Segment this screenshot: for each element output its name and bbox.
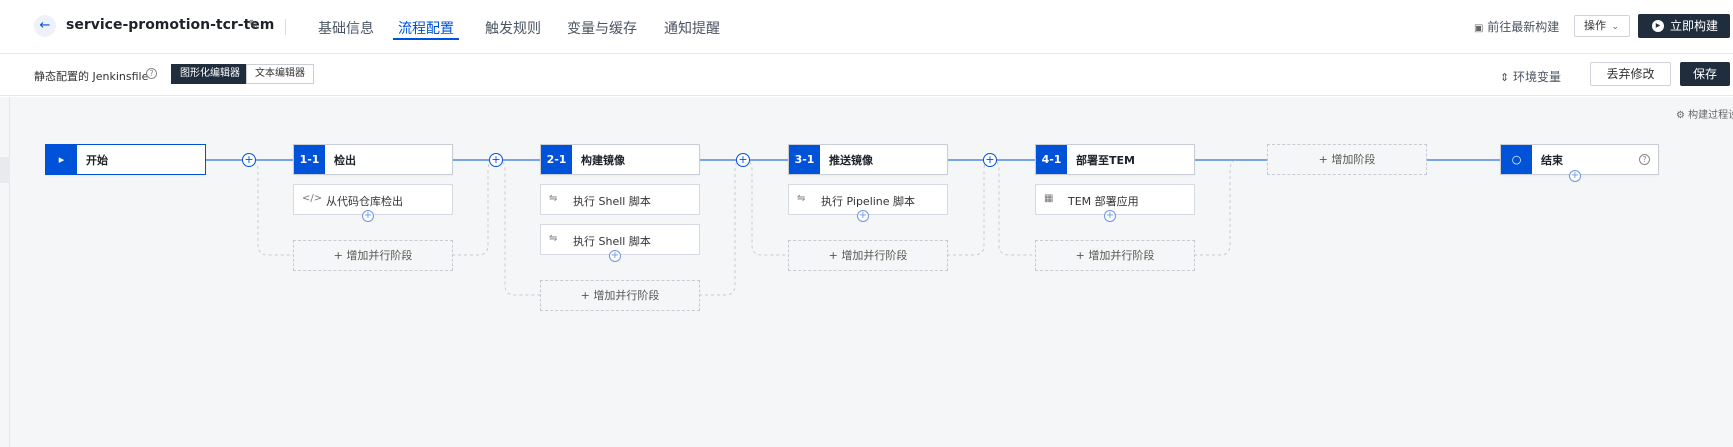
active-tab-indicator: [393, 38, 459, 40]
stage-deploy-tem[interactable]: 4-1 部署至TEM: [1035, 144, 1195, 175]
editor-toolbar: 静态配置的 Jenkinsfile ? 图形化编辑器 文本编辑器 ⇕ 环境变量 …: [0, 55, 1733, 96]
build-history-icon: ▣: [1474, 23, 1484, 34]
stage-index: 4-1: [1036, 145, 1067, 174]
add-step-plus-icon[interactable]: +: [362, 210, 374, 222]
arrow-left-icon[interactable]: ←: [34, 15, 56, 37]
pipeline-canvas: ⚙ 构建过程设 ▸ 开始 + + + + 1-1 检出 </> 从代码仓库检出: [0, 97, 1733, 447]
sliders-icon: ⇕: [1500, 71, 1510, 84]
start-node[interactable]: ▸ 开始: [45, 144, 206, 175]
add-stage-plus-icon[interactable]: +: [242, 153, 256, 167]
play-icon: ▶: [1652, 20, 1664, 32]
tab-notifications[interactable]: 通知提醒: [664, 21, 720, 37]
gear-icon: ⚙: [1676, 110, 1685, 121]
stage-index: 3-1: [789, 145, 820, 174]
stage-checkout[interactable]: 1-1 检出: [293, 144, 453, 175]
stage-index: 1-1: [294, 145, 325, 174]
add-step-plus-icon[interactable]: +: [857, 210, 869, 222]
play-icon: ▸: [46, 145, 77, 174]
pipeline-title: service-promotion-tcr-tem: [66, 17, 275, 33]
add-step-plus-icon[interactable]: +: [609, 250, 621, 262]
code-icon: </>: [302, 193, 323, 204]
shell-icon: ⇋: [797, 193, 806, 204]
add-stage-plus-icon[interactable]: +: [983, 153, 997, 167]
add-stage-button[interactable]: + 增加阶段: [1267, 144, 1427, 175]
grid-icon: ▦: [1044, 193, 1054, 204]
latest-build-link[interactable]: ▣ 前往最新构建: [1474, 20, 1560, 34]
graphic-editor-button[interactable]: 图形化编辑器: [171, 64, 249, 84]
tab-variables-cache[interactable]: 变量与缓存: [567, 21, 637, 37]
env-vars-button[interactable]: ⇕ 环境变量: [1500, 70, 1562, 84]
save-button[interactable]: 保存: [1680, 62, 1730, 86]
add-parallel-stage-button[interactable]: + 增加并行阶段: [788, 240, 948, 271]
edit-icon[interactable]: ✎: [248, 18, 259, 33]
operations-dropdown[interactable]: 操作 ⌄: [1574, 15, 1630, 37]
end-node[interactable]: ○ 结束 ?: [1500, 144, 1659, 175]
stage-index: 2-1: [541, 145, 572, 174]
step-tem-deploy[interactable]: ▦ TEM 部署应用: [1035, 184, 1195, 215]
step-checkout-repo[interactable]: </> 从代码仓库检出: [293, 184, 453, 215]
step-shell-script[interactable]: ⇋ 执行 Shell 脚本: [540, 184, 700, 215]
stage-name: 检出: [334, 154, 356, 167]
tab-trigger-rules[interactable]: 触发规则: [485, 21, 541, 37]
add-parallel-stage-button[interactable]: + 增加并行阶段: [540, 280, 700, 311]
add-stage-plus-icon[interactable]: +: [489, 153, 503, 167]
add-parallel-stage-button[interactable]: + 增加并行阶段: [293, 240, 453, 271]
top-header: ← service-promotion-tcr-tem ✎ 基础信息 流程配置 …: [0, 0, 1733, 54]
build-now-button[interactable]: ▶ 立即构建: [1638, 14, 1730, 38]
chevron-down-icon: ⌄: [1611, 22, 1620, 32]
add-step-plus-icon[interactable]: +: [1104, 210, 1116, 222]
left-collapse-strip[interactable]: [0, 97, 10, 447]
tab-basic-info[interactable]: 基础信息: [318, 21, 374, 37]
discard-changes-button[interactable]: 丢弃修改: [1590, 62, 1671, 86]
start-label: 开始: [86, 154, 108, 167]
stage-name: 部署至TEM: [1076, 154, 1135, 167]
stage-push-image[interactable]: 3-1 推送镜像: [788, 144, 948, 175]
stage-build-image[interactable]: 2-1 构建镜像: [540, 144, 700, 175]
stage-name: 构建镜像: [581, 154, 625, 167]
build-settings-link[interactable]: ⚙ 构建过程设: [1676, 110, 1733, 121]
help-icon[interactable]: ?: [1639, 154, 1650, 165]
add-step-plus-icon[interactable]: +: [1569, 170, 1581, 182]
stage-name: 推送镜像: [829, 154, 873, 167]
step-pipeline-script[interactable]: ⇋ 执行 Pipeline 脚本: [788, 184, 948, 215]
static-config-label: 静态配置的 Jenkinsfile: [34, 70, 149, 83]
end-label: 结束: [1541, 154, 1563, 167]
text-editor-button[interactable]: 文本编辑器: [246, 64, 314, 84]
step-shell-script[interactable]: ⇋ 执行 Shell 脚本: [540, 224, 700, 255]
shell-icon: ⇋: [549, 233, 558, 244]
add-parallel-stage-button[interactable]: + 增加并行阶段: [1035, 240, 1195, 271]
add-stage-plus-icon[interactable]: +: [736, 153, 750, 167]
circle-icon: ○: [1501, 145, 1532, 174]
header-divider: [285, 19, 286, 35]
shell-icon: ⇋: [549, 193, 558, 204]
help-icon[interactable]: ?: [146, 68, 157, 79]
tab-pipeline-config[interactable]: 流程配置: [398, 21, 454, 37]
